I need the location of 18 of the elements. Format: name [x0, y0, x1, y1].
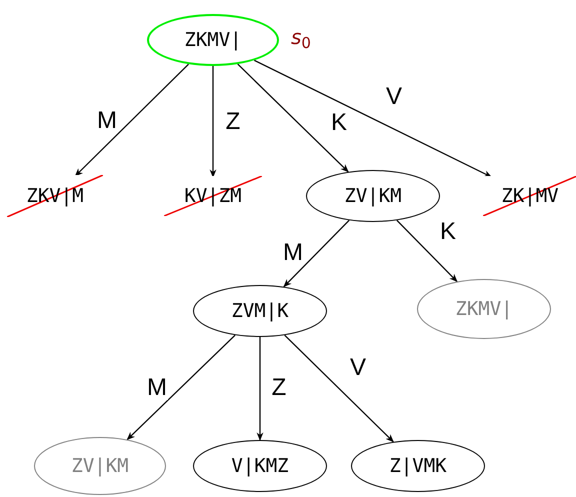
- state-label: Z|VMK: [389, 456, 447, 476]
- arrow: [210, 66, 216, 178]
- arrow: [396, 220, 458, 282]
- state-label: ZV|KM: [344, 186, 402, 206]
- arrow: [284, 334, 394, 442]
- arrow: [283, 220, 350, 288]
- arrow: [256, 337, 264, 441]
- edge-label: M: [146, 376, 168, 400]
- arrow: [74, 64, 189, 177]
- state-label: ZV|KM: [71, 456, 129, 476]
- arrow: [237, 64, 349, 172]
- state-label: ZKMV|: [455, 300, 513, 318]
- arrow: [126, 334, 236, 440]
- state-label: ZVM|K: [231, 302, 289, 320]
- state-label: ZKMV|: [184, 30, 242, 50]
- state-name: s$_{0}$: [291, 27, 311, 47]
- arrow: [254, 60, 492, 178]
- state-label: V|KMZ: [231, 456, 289, 476]
